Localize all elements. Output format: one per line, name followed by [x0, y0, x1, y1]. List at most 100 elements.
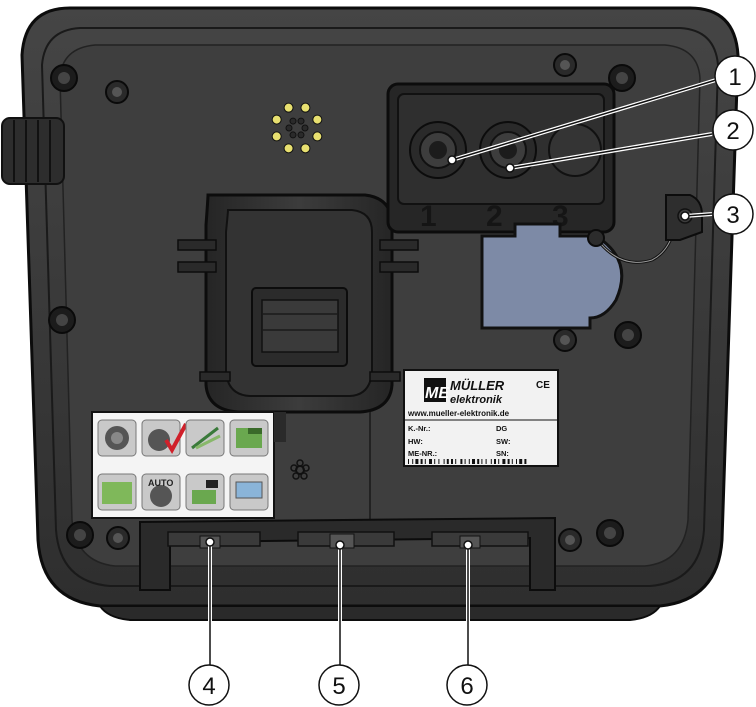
- callout-anchors: [205, 155, 690, 550]
- barcode-bar: [460, 459, 463, 464]
- callout-5-label: 5: [332, 673, 345, 700]
- callout-6-label: 6: [460, 673, 473, 700]
- connector-port-1: [409, 121, 467, 179]
- logo-me: ME: [425, 385, 450, 402]
- barcode-bar: [464, 459, 466, 464]
- callout-leaders-dark: [209, 79, 717, 665]
- callout-6: 6: [446, 664, 488, 706]
- callout-3: 3: [712, 193, 754, 235]
- app-icon-terminal: [97, 419, 137, 457]
- flower-mark: [290, 459, 310, 480]
- logo-me-box: [424, 378, 446, 402]
- auto-label: AUTO: [148, 478, 173, 488]
- screw-holes: [48, 53, 642, 552]
- barcode-bar: [424, 459, 426, 464]
- screw-hole: [553, 53, 577, 77]
- type-label: ME MÜLLER elektronik CE www.mueller-elek…: [403, 369, 559, 467]
- app-icon-auto: AUTO: [141, 473, 181, 511]
- barcode-bar: [429, 459, 432, 464]
- callout-1: 1: [714, 55, 756, 97]
- screw-hole: [105, 80, 129, 104]
- barcode-bar: [438, 459, 440, 464]
- speaker-dot: [289, 131, 297, 139]
- label-row-sn: SN:: [496, 449, 509, 458]
- screw-hole: [66, 521, 94, 549]
- barcode-bar: [412, 459, 414, 464]
- barcode-bar: [415, 459, 419, 464]
- app-sticker: AUTO: [91, 411, 286, 519]
- speaker-dot: [271, 131, 282, 142]
- speaker-dot: [271, 114, 282, 125]
- port-number-2: 2: [486, 200, 503, 233]
- label-row-hw: HW:: [408, 437, 423, 446]
- barcode-bar: [443, 459, 445, 464]
- speaker-dot: [312, 114, 323, 125]
- label-url: www.mueller-elektronik.de: [407, 409, 510, 418]
- barcode-bar: [468, 459, 470, 464]
- label-row-menr: ME-NR.:: [408, 449, 437, 458]
- callout-4: 4: [188, 664, 230, 706]
- speaker-dot: [285, 124, 293, 132]
- screw-hole: [596, 519, 624, 547]
- bottom-connector-6: [431, 531, 529, 549]
- barcode-bar: [498, 459, 500, 464]
- speaker-dot: [297, 131, 305, 139]
- port-number-1: 1: [420, 200, 437, 233]
- barcode-bar: [481, 459, 483, 464]
- speaker-dot: [297, 117, 305, 125]
- barcode-bar: [511, 459, 513, 464]
- mounting-bracket: [177, 193, 419, 414]
- barcode-bar: [408, 459, 409, 464]
- rotary-knob: [1, 117, 65, 185]
- barcode-bar: [472, 459, 475, 464]
- app-icon-field-map: [185, 419, 225, 457]
- label-row-knr: K.-Nr.:: [408, 424, 431, 433]
- barcode-bar: [507, 459, 510, 464]
- callout-1-label: 1: [728, 64, 741, 91]
- screw-hole: [106, 526, 130, 550]
- barcode-bar: [524, 459, 527, 464]
- bottom-connector-rail: [139, 516, 556, 591]
- speaker-dot: [301, 124, 309, 132]
- barcode-bar: [420, 459, 423, 464]
- barcode-bar: [455, 459, 457, 464]
- bottom-connector-5: [297, 531, 395, 549]
- speaker-dot: [312, 131, 323, 142]
- barcode-bar: [494, 459, 496, 464]
- connector-port-3: [548, 123, 602, 177]
- callout-3-label: 3: [726, 202, 739, 229]
- screw-hole: [608, 64, 636, 92]
- speaker-dot: [300, 143, 311, 154]
- speaker-dot: [300, 102, 311, 113]
- barcode-bar: [434, 459, 436, 464]
- barcode-bar: [451, 459, 453, 464]
- barcode-bar: [519, 459, 523, 464]
- barcode-bar: [446, 459, 449, 464]
- app-icon-display: [229, 473, 269, 511]
- barcode-bar: [490, 459, 492, 464]
- logo-line1: MÜLLER: [450, 378, 505, 393]
- check-icon: [164, 423, 188, 455]
- ce-mark: CE: [536, 380, 550, 391]
- speaker-dot: [283, 143, 294, 154]
- tether-cable: [587, 229, 676, 264]
- speaker-dot: [283, 102, 294, 113]
- app-icon-flag-field: [185, 473, 225, 511]
- speaker-grille: [271, 102, 323, 154]
- barcode-bar: [502, 459, 506, 464]
- callout-2: 2: [712, 109, 754, 151]
- connector-panel: 1 2 3: [386, 82, 616, 234]
- callout-5: 5: [318, 664, 360, 706]
- barcode-bar: [477, 459, 480, 464]
- screw-hole: [614, 321, 642, 349]
- callout-4-label: 4: [202, 673, 215, 700]
- speaker-dot: [289, 117, 297, 125]
- screw-hole: [558, 528, 582, 552]
- screw-hole: [553, 328, 577, 352]
- label-row-sw: SW:: [496, 437, 510, 446]
- barcode-bar: [516, 459, 517, 464]
- barcode-bar: [485, 459, 487, 464]
- callout-2-label: 2: [726, 118, 739, 145]
